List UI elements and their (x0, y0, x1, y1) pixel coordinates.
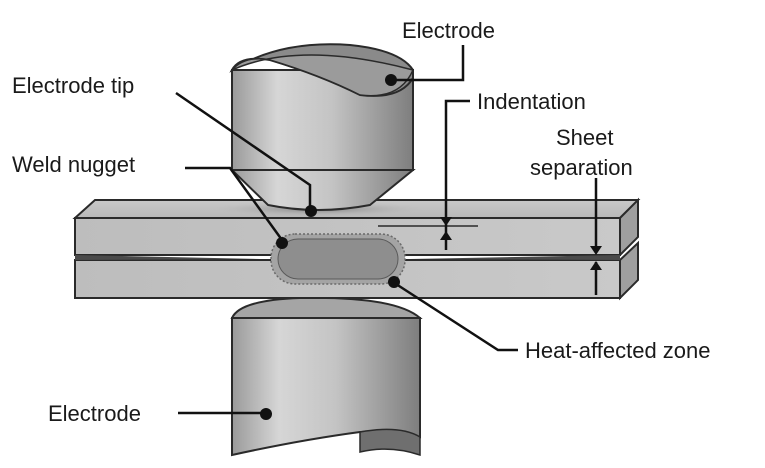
top-electrode (229, 43, 416, 211)
weld-nugget-dot (276, 237, 288, 249)
label-electrode-bottom: Electrode (48, 401, 141, 426)
label-separation: separation (530, 155, 633, 180)
label-electrode-top: Electrode (402, 18, 495, 43)
electrode-bottom-dot (260, 408, 272, 420)
electrode-tip-leader (175, 91, 312, 210)
electrode-tip-dot (305, 205, 317, 217)
weld-nugget-leader (185, 166, 284, 241)
leader-lines (175, 45, 598, 415)
bottom-electrode (230, 296, 423, 457)
indentation-leader (444, 99, 470, 250)
heat-affected-zone-dot (388, 276, 400, 288)
label-sheet: Sheet (556, 125, 614, 150)
label-electrode-tip: Electrode tip (12, 73, 134, 98)
indentation-arrow-up (440, 231, 452, 240)
label-weld-nugget: Weld nugget (12, 152, 135, 177)
separation-arrow-down (590, 246, 602, 255)
leader-markers (260, 74, 602, 420)
weld-nugget-region (277, 238, 399, 280)
electrode-top-dot (385, 74, 397, 86)
electrode-top-leader (395, 45, 465, 82)
indentation-arrow-down (440, 217, 452, 226)
weld-zone (270, 233, 406, 285)
heat-affected-zone-leader (395, 282, 518, 352)
label-heat-affected-zone: Heat-affected zone (525, 338, 711, 363)
labels: Electrode Electrode tip Indentation Shee… (12, 18, 711, 426)
separation-arrow-up (590, 261, 602, 270)
label-indentation: Indentation (477, 89, 586, 114)
